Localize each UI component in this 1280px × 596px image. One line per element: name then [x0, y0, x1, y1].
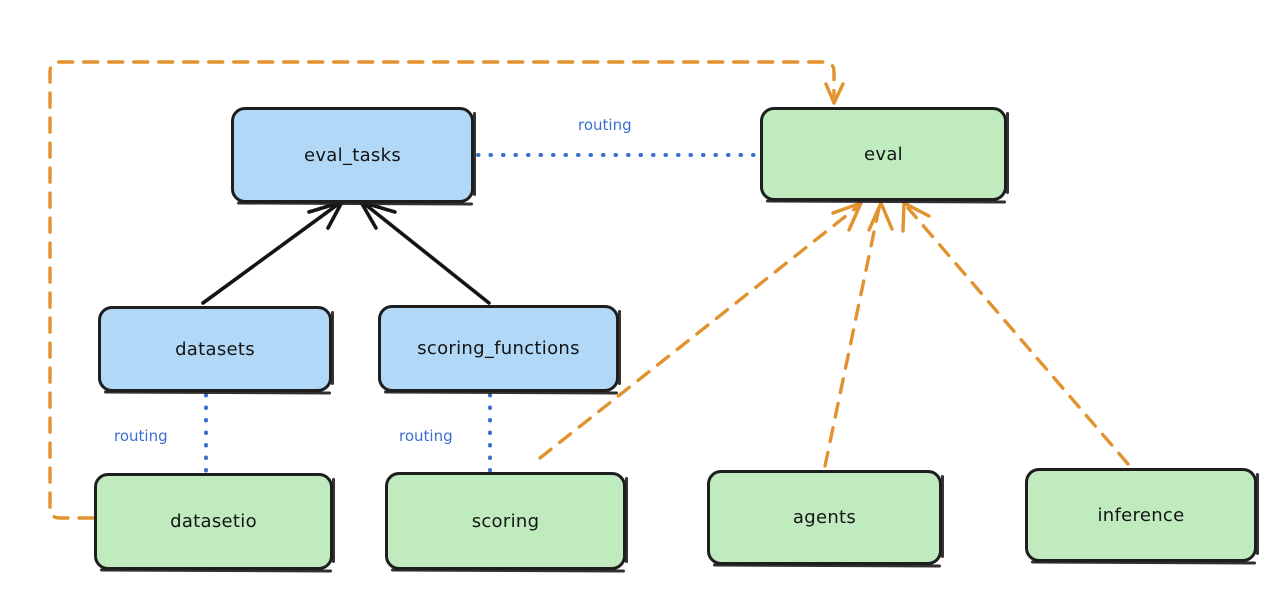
- edge-inference-to-eval: [901, 201, 1130, 466]
- node-label-scoring: scoring: [471, 510, 540, 532]
- node-label-inference: inference: [1097, 504, 1185, 526]
- node-label-datasets: datasets: [175, 338, 255, 360]
- node-agents[interactable]: agents: [707, 470, 944, 565]
- node-label-agents: agents: [792, 507, 857, 528]
- node-scoring-functions[interactable]: scoring_functions: [378, 305, 621, 392]
- node-inference[interactable]: inference: [1025, 468, 1259, 562]
- node-datasetio[interactable]: datasetio: [94, 473, 335, 570]
- edge-agents-to-eval: [823, 201, 894, 468]
- node-label-eval-tasks: eval_tasks: [303, 144, 402, 166]
- edge-label-routing-datasets: routing: [114, 427, 168, 445]
- node-eval-tasks[interactable]: eval_tasks: [231, 107, 476, 203]
- node-datasets[interactable]: datasets: [98, 306, 334, 392]
- edge-scoring_functions-to-eval_tasks: [359, 200, 491, 305]
- edge-label-routing-scoring: routing: [399, 427, 453, 445]
- node-label-eval: eval: [864, 143, 903, 165]
- edge-datasetio-to-eval: [48, 60, 845, 520]
- node-label-datasetio: datasetio: [170, 511, 257, 532]
- edge-datasets-to-eval_tasks: [201, 200, 344, 305]
- edge-scoring-to-eval: [538, 201, 863, 460]
- node-label-scoring-functions: scoring_functions: [417, 338, 580, 359]
- edge-label-routing-eval: routing: [578, 116, 632, 134]
- node-eval[interactable]: eval: [760, 107, 1009, 201]
- node-scoring[interactable]: scoring: [385, 472, 628, 570]
